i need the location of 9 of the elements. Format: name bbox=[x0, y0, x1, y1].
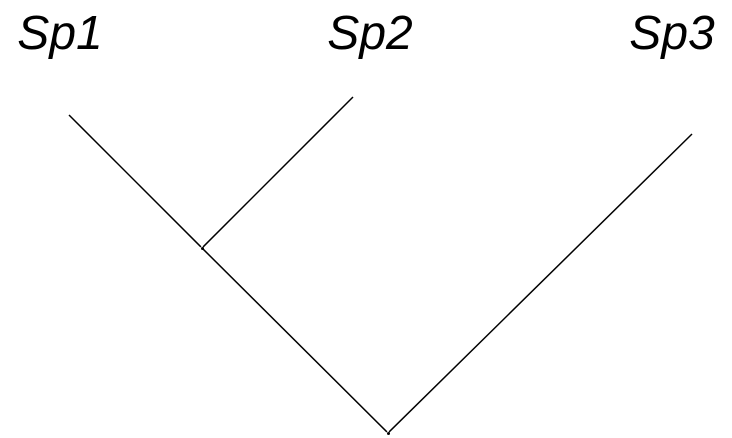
species-label: Sp2 bbox=[310, 8, 430, 97]
branch-line bbox=[202, 96, 354, 248]
branch-point bbox=[386, 432, 390, 434]
species-label: Sp1 bbox=[0, 8, 120, 115]
branch-line bbox=[202, 248, 388, 432]
branch-line bbox=[388, 133, 693, 432]
branch-line bbox=[68, 114, 202, 248]
branch-point bbox=[200, 246, 204, 250]
species-label: Sp3 bbox=[612, 8, 732, 134]
